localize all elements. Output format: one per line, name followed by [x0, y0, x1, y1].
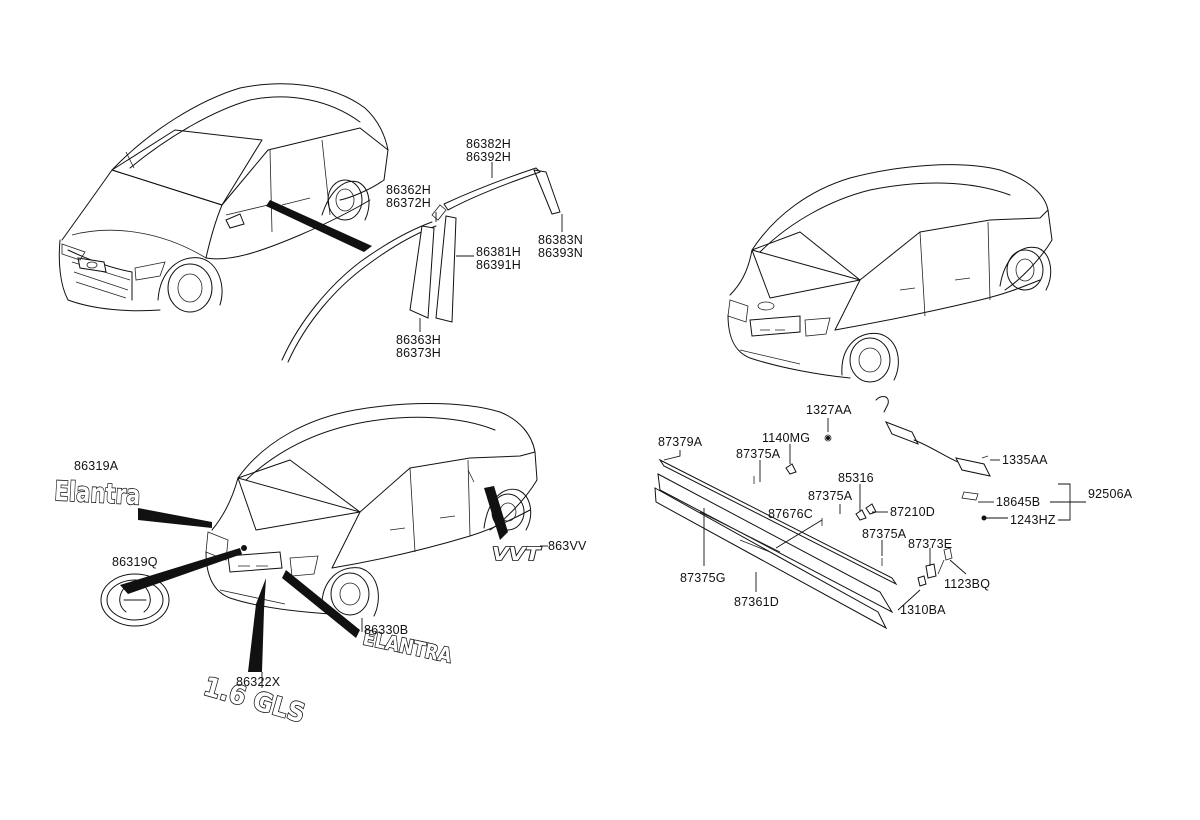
label-87676C: 87676C: [768, 507, 813, 521]
front-car-illustration: [58, 83, 389, 313]
label-863VV: 863VV: [548, 539, 587, 553]
label-87361D: 87361D: [734, 595, 779, 609]
label-1327AA: 1327AA: [806, 403, 852, 417]
label-86322X: 86322X: [236, 675, 281, 689]
label-86330B: 86330B: [364, 623, 408, 637]
label-1123BQ: 1123BQ: [944, 577, 990, 591]
label-86319Q: 86319Q: [112, 555, 158, 569]
vvt-emblem: VVT: [492, 544, 542, 565]
label-86319A: 86319A: [74, 459, 119, 473]
label-86372H: 86372H: [386, 196, 431, 210]
script-emblem: Elantra: [54, 476, 142, 511]
label-87375A-1: 87375A: [736, 447, 781, 461]
label-18645B: 18645B: [996, 495, 1040, 509]
label-1335AA: 1335AA: [1002, 453, 1048, 467]
label-87375G: 87375G: [680, 571, 726, 585]
label-86392H: 86392H: [466, 150, 511, 164]
label-86382H: 86382H: [466, 137, 511, 151]
label-1243HZ: 1243HZ: [1010, 513, 1056, 527]
trunk-garnish-exploded: [654, 396, 1086, 630]
emblems: Elantra VVT ELANTRA 1.6 GLS: [53, 475, 548, 730]
label-87210D: 87210D: [890, 505, 935, 519]
label-87375A-3: 87375A: [862, 527, 907, 541]
label-86381H: 86381H: [476, 245, 521, 259]
emblem-car-illustration: [120, 403, 538, 672]
label-85316: 85316: [838, 471, 874, 485]
label-87379A: 87379A: [658, 435, 703, 449]
label-86383N: 86383N: [538, 233, 583, 247]
label-86363H: 86363H: [396, 333, 441, 347]
label-86373H: 86373H: [396, 346, 441, 360]
label-92506A: 92506A: [1088, 487, 1133, 501]
label-86391H: 86391H: [476, 258, 521, 272]
label-86393N: 86393N: [538, 246, 583, 260]
label-87375A-2: 87375A: [808, 489, 853, 503]
part-number-labels: 86382H 86392H 86362H 86372H 86381H 86391…: [74, 137, 1133, 689]
label-1140MG: 1140MG: [762, 431, 810, 445]
label-87373E: 87373E: [908, 537, 952, 551]
label-86362H: 86362H: [386, 183, 431, 197]
label-1310BA: 1310BA: [900, 603, 946, 617]
rear-car-illustration: [727, 164, 1053, 383]
door-frame-mouldings: [281, 162, 563, 363]
